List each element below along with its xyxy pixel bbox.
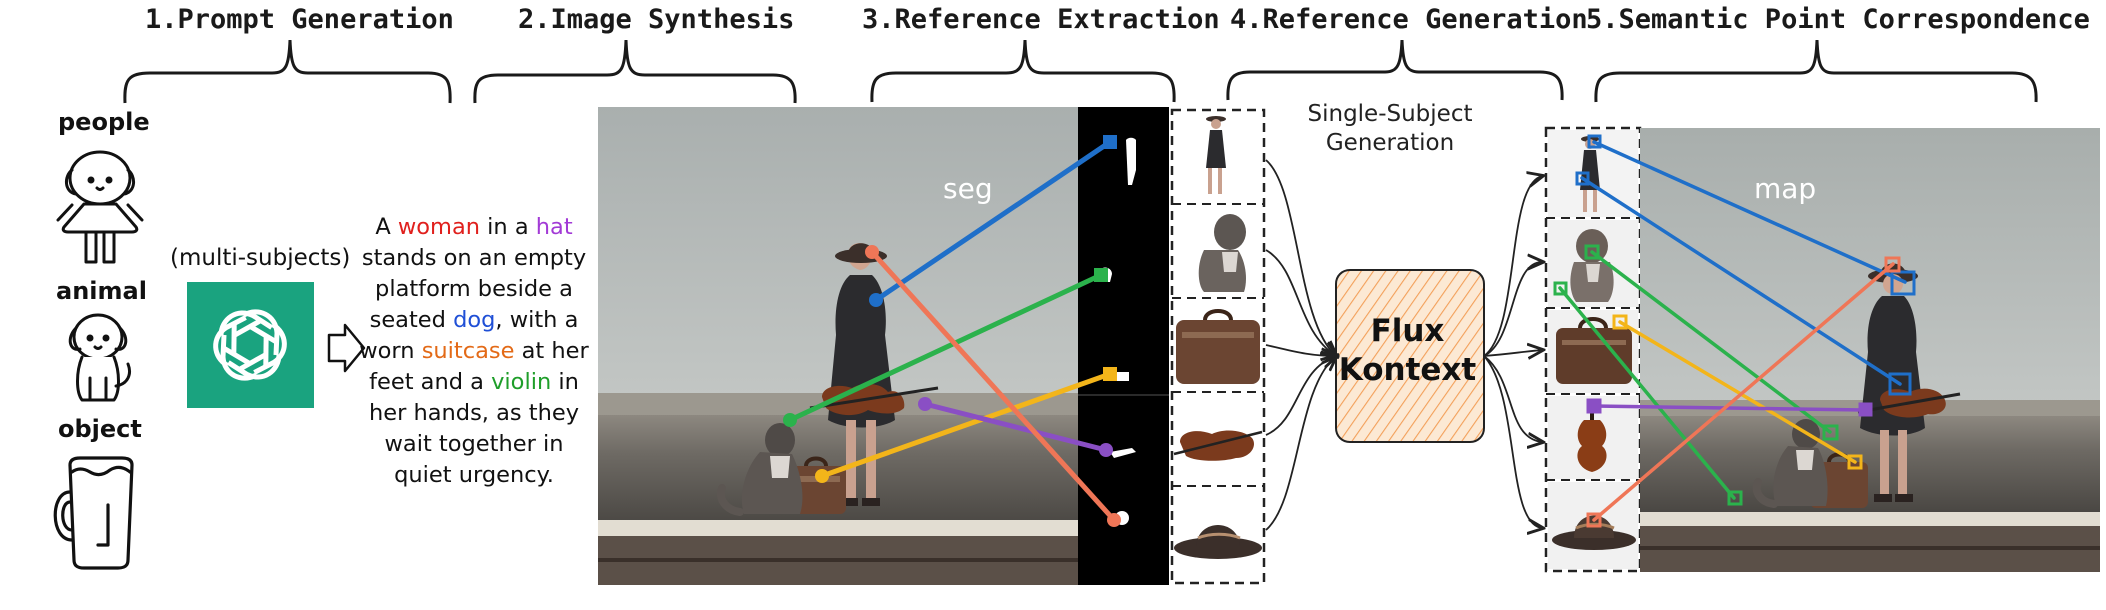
generated-prompt: A woman in a hat stands on an empty plat… <box>357 212 591 491</box>
mug-icon <box>53 456 134 570</box>
prompt-segment: A <box>375 214 398 240</box>
prompt-segment: hat <box>535 214 573 240</box>
seg-label: seg <box>943 172 993 205</box>
single-subject-label: Single-Subject Generation <box>1290 100 1490 158</box>
flux-kontext-label: Flux Kontext <box>1335 312 1480 390</box>
category-label-object: object <box>58 415 142 443</box>
prompt-segment: woman <box>397 214 481 240</box>
stage-braces <box>123 39 2038 104</box>
brace-2 <box>473 39 797 104</box>
map-label: map <box>1754 172 1817 205</box>
openai-logo-icon <box>213 309 287 381</box>
map-correspondence-lines <box>1558 140 1907 522</box>
arrow-right-icon <box>327 323 366 373</box>
brace-4 <box>1226 39 1564 101</box>
doll-icon <box>56 150 144 264</box>
multi-subjects-label: (multi-subjects) <box>170 245 351 271</box>
flux-line1: Flux <box>1370 313 1445 349</box>
brace-3 <box>870 39 1176 103</box>
map-correspondence-points <box>1553 134 1916 528</box>
brace-1 <box>123 39 452 104</box>
prompt-segment: , with a worn <box>359 307 579 364</box>
reference-crops <box>1170 108 1266 585</box>
seg-correspondence-points <box>783 135 1121 527</box>
category-label-people: people <box>58 108 150 136</box>
input-arrows <box>1265 159 1336 531</box>
flux-line2: Kontext <box>1338 352 1477 388</box>
prompt-segment: at her feet and a <box>369 338 589 395</box>
single-subject-line2: Generation <box>1325 130 1455 156</box>
prompt-segment: suitcase <box>421 338 515 364</box>
seg-correspondence-lines <box>787 139 1117 523</box>
prompt-segment: in her hands, as they wait together in q… <box>368 369 580 488</box>
stage-title-4: 4.Reference Generation <box>1230 4 1588 35</box>
category-label-animal: animal <box>56 277 147 305</box>
seg-panel <box>1078 107 1169 585</box>
single-subject-line1: Single-Subject <box>1307 101 1473 127</box>
flux-kontext-box <box>1335 269 1485 443</box>
prompt-segment: stands on an empty platform beside a sea… <box>361 245 587 333</box>
output-arrows <box>1483 176 1542 528</box>
stage-title-5: 5.Semantic Point Correspondence <box>1586 4 2090 35</box>
prompt-segment: in a <box>480 214 536 240</box>
synth-image <box>598 107 1078 585</box>
stage-title-1: 1.Prompt Generation <box>145 4 454 35</box>
stage-title-3: 3.Reference Extraction <box>862 4 1220 35</box>
brace-5 <box>1594 39 2038 103</box>
generated-references <box>1544 126 1642 573</box>
prompt-segment: dog <box>453 307 496 333</box>
prompt-segment: violin <box>491 369 552 395</box>
stage-title-2: 2.Image Synthesis <box>518 4 795 35</box>
openai-logo-box <box>187 282 314 408</box>
dog-icon <box>68 313 131 402</box>
